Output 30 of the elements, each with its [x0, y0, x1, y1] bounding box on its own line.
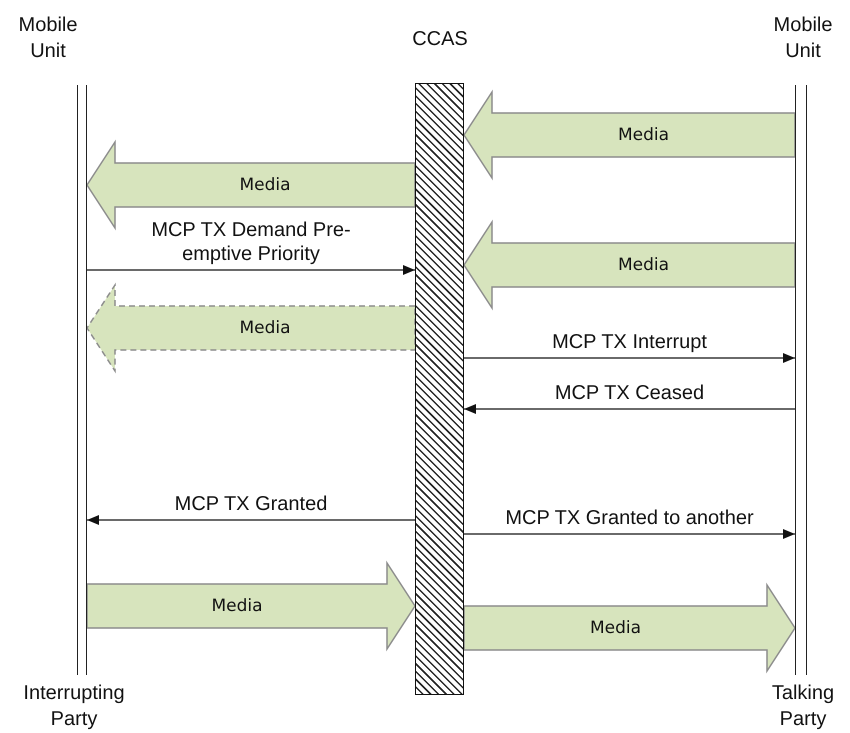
participant-label: CCAS: [411, 27, 469, 52]
edge-label: MCP TX Granted: [174, 492, 328, 516]
message-arrow: [464, 404, 795, 414]
edge-label: Media: [616, 124, 670, 146]
edge-label: MCP TX Demand Pre-emptive Priority: [150, 218, 352, 266]
participant-label: Interrupting Party: [22, 681, 126, 732]
participant-label: Mobile Unit: [772, 13, 834, 64]
message-arrow: [87, 265, 415, 275]
block-arrow: [463, 219, 796, 311]
edge-label: Media: [238, 174, 292, 196]
lifeline: [795, 85, 807, 675]
participant-label: Mobile Unit: [18, 13, 78, 64]
edge-label: MCP TX Ceased: [554, 381, 706, 405]
edge-label: Media: [616, 254, 670, 276]
block-arrow: [86, 282, 416, 374]
block-arrow: [86, 139, 416, 231]
edge-label: Media: [210, 595, 264, 617]
message-arrow: [464, 529, 795, 539]
lifeline: [77, 85, 87, 675]
edge-label: Media: [588, 617, 642, 639]
message-arrow: [87, 515, 415, 525]
edge-label: Media: [238, 317, 292, 339]
block-arrow: [86, 560, 416, 652]
block-arrow: [463, 89, 796, 181]
server-bar: [415, 83, 464, 695]
message-arrow: [464, 353, 795, 363]
edge-label: MCP TX Interrupt: [551, 330, 708, 354]
edge-label: MCP TX Granted to another: [504, 506, 755, 530]
participant-label: Talking Party: [770, 681, 836, 732]
block-arrow: [463, 582, 796, 674]
